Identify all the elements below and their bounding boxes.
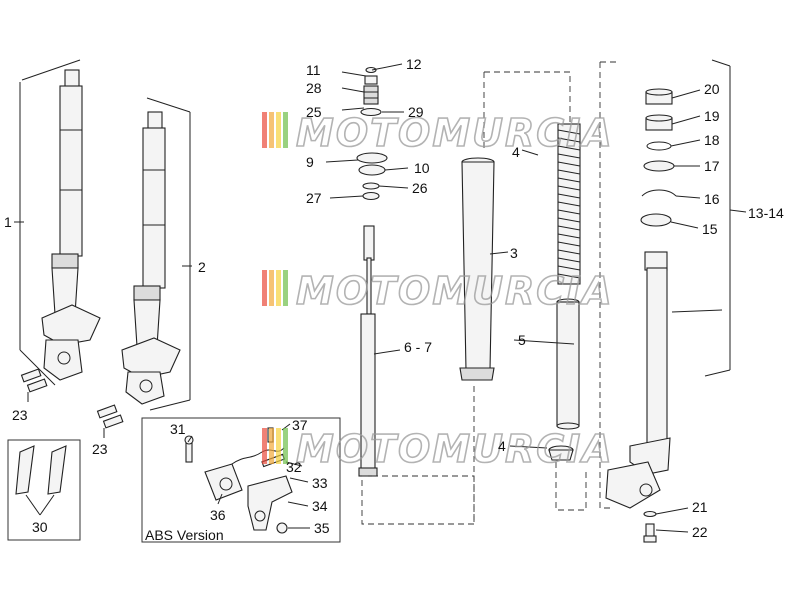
label-16[interactable]: 16 <box>704 191 720 207</box>
label-21[interactable]: 21 <box>692 499 708 515</box>
label-17[interactable]: 17 <box>704 158 720 174</box>
part-labels: 1 2 3 4 5 6 - 7 4 9 10 11 12 13-14 15 16… <box>4 56 784 540</box>
label-27[interactable]: 27 <box>306 190 322 206</box>
label-6-7[interactable]: 6 - 7 <box>404 339 432 355</box>
label-18[interactable]: 18 <box>704 132 720 148</box>
bolt-pair-left[interactable] <box>20 368 48 402</box>
abs-version-caption: ABS Version <box>145 527 224 543</box>
label-1[interactable]: 1 <box>4 214 12 230</box>
spacer-tube[interactable] <box>556 298 580 430</box>
label-15[interactable]: 15 <box>702 221 718 237</box>
watermark-text-bottom: MOTOMURCIA <box>296 427 614 471</box>
label-23-left[interactable]: 23 <box>12 407 28 423</box>
label-25[interactable]: 25 <box>306 104 322 120</box>
axle-bolt[interactable] <box>643 510 657 543</box>
label-30[interactable]: 30 <box>32 519 48 535</box>
leader-lines <box>14 63 747 533</box>
label-10[interactable]: 10 <box>414 160 430 176</box>
fork-spring[interactable] <box>557 123 581 285</box>
label-4-lower[interactable]: 4 <box>498 438 506 454</box>
label-9[interactable]: 9 <box>306 154 314 170</box>
watermark-bottom: MOTOMURCIA <box>262 426 614 472</box>
label-32[interactable]: 32 <box>286 459 302 475</box>
label-35[interactable]: 35 <box>314 520 330 536</box>
watermark-text-middle: MOTOMURCIA <box>296 269 614 313</box>
label-2[interactable]: 2 <box>198 259 206 275</box>
label-23-right[interactable]: 23 <box>92 441 108 457</box>
label-33[interactable]: 33 <box>312 475 328 491</box>
label-34[interactable]: 34 <box>312 498 328 514</box>
label-31[interactable]: 31 <box>170 421 186 437</box>
outer-tube[interactable] <box>459 157 495 381</box>
label-22[interactable]: 22 <box>692 524 708 540</box>
label-29[interactable]: 29 <box>408 104 424 120</box>
watermark-top: MOTOMURCIA <box>262 110 614 156</box>
seal-stack[interactable] <box>640 88 677 227</box>
watermark-text-top: MOTOMURCIA <box>296 111 614 155</box>
inner-tube-slider[interactable] <box>605 251 671 509</box>
label-12[interactable]: 12 <box>406 56 422 72</box>
protector-pads-box[interactable] <box>7 439 81 541</box>
damper-cartridge[interactable] <box>358 225 378 477</box>
label-19[interactable]: 19 <box>704 108 720 124</box>
label-13-14[interactable]: 13-14 <box>748 205 784 221</box>
watermark-middle: MOTOMURCIA <box>262 268 614 314</box>
label-11[interactable]: 11 <box>306 62 321 78</box>
label-37[interactable]: 37 <box>292 417 308 433</box>
label-20[interactable]: 20 <box>704 81 720 97</box>
label-28[interactable]: 28 <box>306 80 322 96</box>
label-4[interactable]: 4 <box>512 144 520 160</box>
label-26[interactable]: 26 <box>412 180 428 196</box>
bolt-pair-right[interactable] <box>96 404 124 438</box>
label-3[interactable]: 3 <box>510 245 518 261</box>
fork-leg-2[interactable] <box>121 97 191 411</box>
spacer-washer[interactable] <box>548 445 574 461</box>
label-5[interactable]: 5 <box>518 332 526 348</box>
label-36[interactable]: 36 <box>210 507 226 523</box>
fork-leg-1[interactable] <box>19 59 101 386</box>
